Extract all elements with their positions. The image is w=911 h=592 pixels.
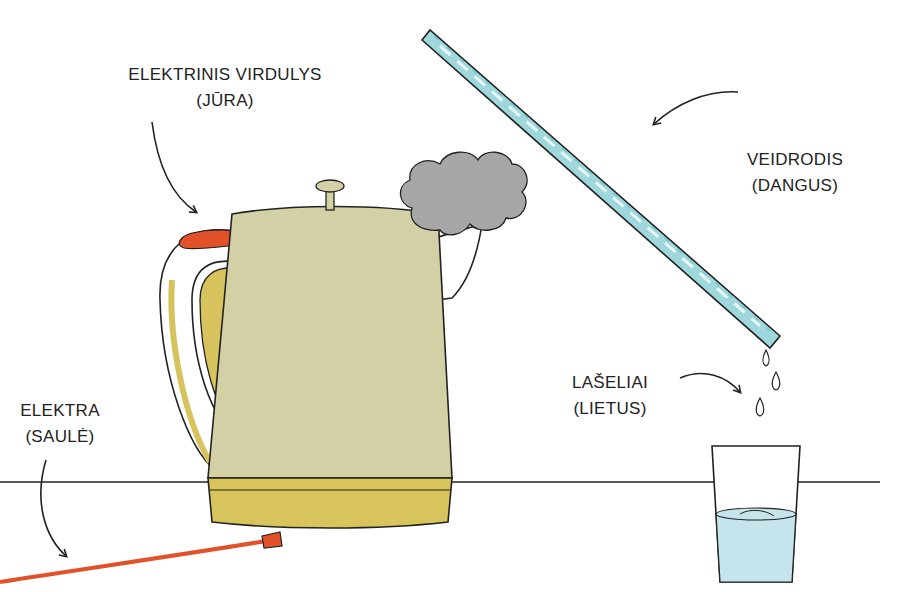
steam-cloud xyxy=(400,152,527,235)
callout-label: ELEKTRINIS VIRDULYS (JŪRA) xyxy=(115,62,335,114)
water-drop xyxy=(772,372,780,390)
kettle-body xyxy=(208,207,452,479)
callout-label: VEIDRODIS (DANGUS) xyxy=(735,147,855,199)
lid-knob xyxy=(316,180,344,192)
leader-arrow xyxy=(654,92,738,124)
water-drop xyxy=(756,398,764,416)
kettle-base xyxy=(208,478,452,528)
callout-label: ELEKTRA (SAULĖ) xyxy=(10,398,110,450)
leader-arrow xyxy=(41,460,66,556)
power-cord xyxy=(0,540,272,582)
water-drop xyxy=(763,350,769,366)
leader-arrow xyxy=(680,374,740,392)
callout-label: LAŠELIAI (LIETUS) xyxy=(555,370,665,422)
leader-arrow xyxy=(152,122,196,212)
kettle-spout xyxy=(436,224,482,300)
glass xyxy=(712,446,800,582)
mirror xyxy=(422,30,780,348)
